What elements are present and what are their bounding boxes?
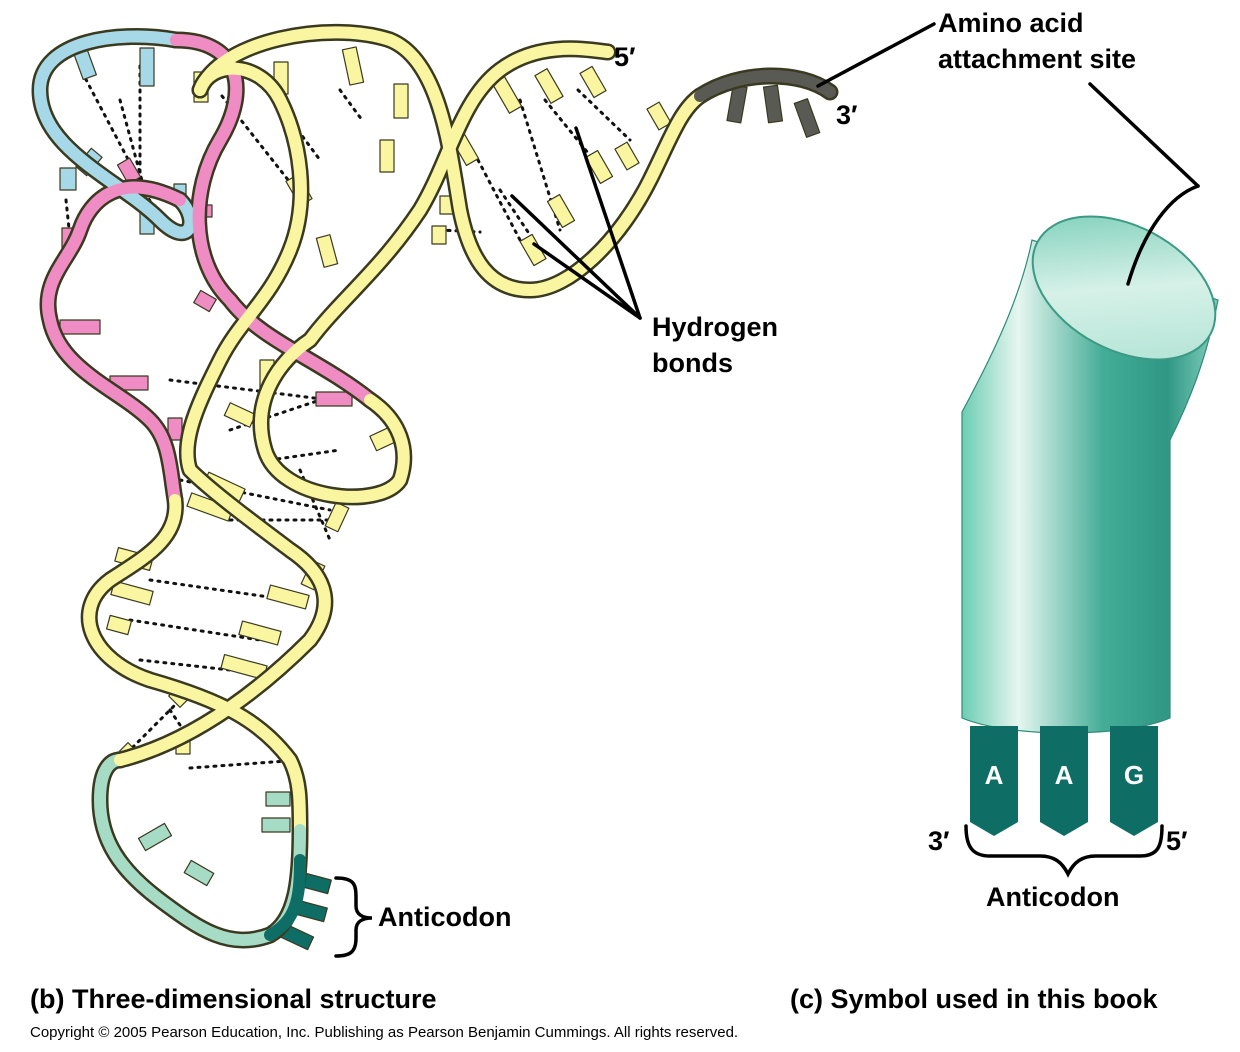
anticodon-label-b: Anticodon: [378, 902, 512, 932]
copyright-notice: Copyright © 2005 Pearson Education, Inc.…: [30, 1024, 739, 1041]
strand-yellow-b: [255, 42, 614, 503]
strand-pink: [42, 181, 186, 506]
hydrogen-bonds-label-line1: Hydrogen: [652, 312, 779, 342]
three-prime-label-c: 3′: [928, 826, 950, 856]
label-pointers: [334, 22, 936, 958]
strand-anticodon-loop: [94, 754, 306, 947]
hbond-pointer-1: [574, 126, 642, 320]
strand-yellow-d: [114, 62, 331, 766]
symbol-base-letter-2: A: [1055, 760, 1074, 790]
anticodon-brace-c: [964, 824, 1164, 878]
amino-site-pointer-c: [1126, 184, 1200, 286]
hbond-pointer-3: [532, 242, 642, 320]
amino-acid-site-label-line1: Amino acid: [938, 8, 1084, 38]
caption-panel-c: (c) Symbol used in this book: [790, 984, 1158, 1014]
amino-site-pointer-b: [816, 22, 936, 88]
hydrogen-bonds-label-line2: bonds: [652, 348, 733, 378]
anticodon-brace-b: [334, 876, 373, 958]
amino-site-pointer-c-upper: [1088, 82, 1200, 188]
five-prime-label-c: 5′: [1166, 826, 1188, 856]
strand-yellow-c: [83, 494, 306, 836]
caption-panel-b: (b) Three-dimensional structure: [30, 984, 437, 1014]
symbol-base-letter-1: A: [985, 760, 1004, 790]
anticodon-label-c: Anticodon: [986, 882, 1120, 912]
symbol-base-3: [1110, 726, 1158, 836]
five-prime-label-b: 5′: [614, 42, 636, 72]
trna-backbone: [31, 23, 839, 949]
symbol-base-2: [1040, 726, 1088, 836]
symbol-top-cap: [1031, 215, 1217, 361]
symbol-base-1: [970, 726, 1018, 836]
hbond-pointer-2: [510, 194, 642, 320]
strand-anticodon-segment: [264, 854, 306, 941]
symbol-base-letter-3: G: [1124, 760, 1144, 790]
trna-symbol: A A G: [961, 82, 1219, 878]
three-prime-label-b: 3′: [836, 100, 858, 130]
strand-yellow-e: [194, 26, 706, 296]
amino-acid-site-label-line2: attachment site: [938, 44, 1137, 74]
strand-blue-loop: [34, 30, 197, 239]
